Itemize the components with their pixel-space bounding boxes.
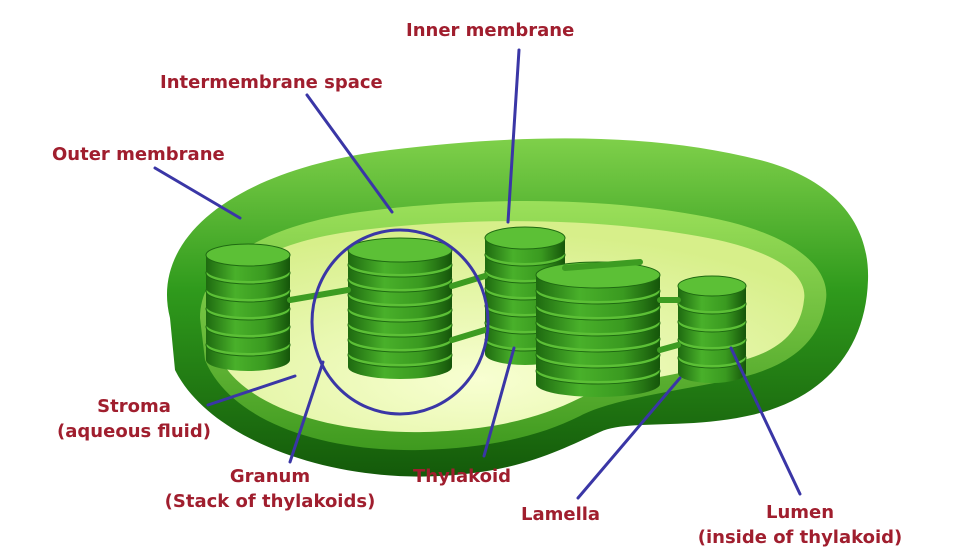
granum-stack bbox=[677, 275, 747, 383]
lamella-segment bbox=[449, 327, 488, 343]
label-granum-title: Granum bbox=[229, 466, 311, 487]
label-lumen-desc: (inside of thylakoid) bbox=[697, 527, 903, 548]
granum-highlight-circle bbox=[310, 228, 490, 416]
thylakoid-disc-top bbox=[205, 243, 291, 267]
thylakoid-stacks bbox=[205, 226, 747, 397]
lamella-segment bbox=[287, 287, 351, 303]
label-lumen-title: Lumen bbox=[765, 502, 835, 523]
leader-granum bbox=[288, 360, 325, 464]
label-inner-membrane: Inner membrane bbox=[406, 20, 575, 41]
label-stroma-desc: (aqueous fluid) bbox=[57, 421, 211, 442]
leader-thylakoid bbox=[482, 346, 516, 458]
lamella-segment bbox=[562, 259, 643, 271]
label-stroma: Stroma (aqueous fluid) bbox=[34, 394, 234, 444]
label-stroma-title: Stroma bbox=[97, 396, 171, 417]
label-outer-membrane: Outer membrane bbox=[52, 144, 225, 165]
label-lumen: Lumen (inside of thylakoid) bbox=[680, 500, 920, 550]
thylakoid-disc-top bbox=[484, 226, 566, 250]
lamella-segment bbox=[657, 342, 681, 353]
label-granum-desc: (Stack of thylakoids) bbox=[164, 491, 376, 512]
leader-intermembrane-space bbox=[305, 93, 394, 214]
granum-stack bbox=[535, 261, 661, 397]
label-granum: Granum (Stack of thylakoids) bbox=[150, 464, 390, 514]
leader-inner-membrane bbox=[506, 48, 521, 224]
label-thylakoid: Thylakoid bbox=[413, 466, 512, 487]
granum-stack bbox=[347, 237, 453, 379]
lamella-segment bbox=[449, 273, 488, 289]
stroma-lamellae bbox=[287, 259, 681, 353]
leader-lamella bbox=[576, 376, 682, 500]
leader-lines bbox=[153, 48, 802, 500]
label-intermembrane-space: Intermembrane space bbox=[160, 72, 383, 93]
leader-stroma bbox=[206, 374, 297, 407]
label-lamella: Lamella bbox=[521, 504, 601, 525]
thylakoid-disc-top bbox=[347, 237, 453, 263]
leader-outer-membrane bbox=[153, 166, 242, 220]
granum-stack bbox=[205, 243, 291, 371]
leader-lumen bbox=[729, 346, 802, 496]
thylakoid-disc-top bbox=[677, 275, 747, 297]
